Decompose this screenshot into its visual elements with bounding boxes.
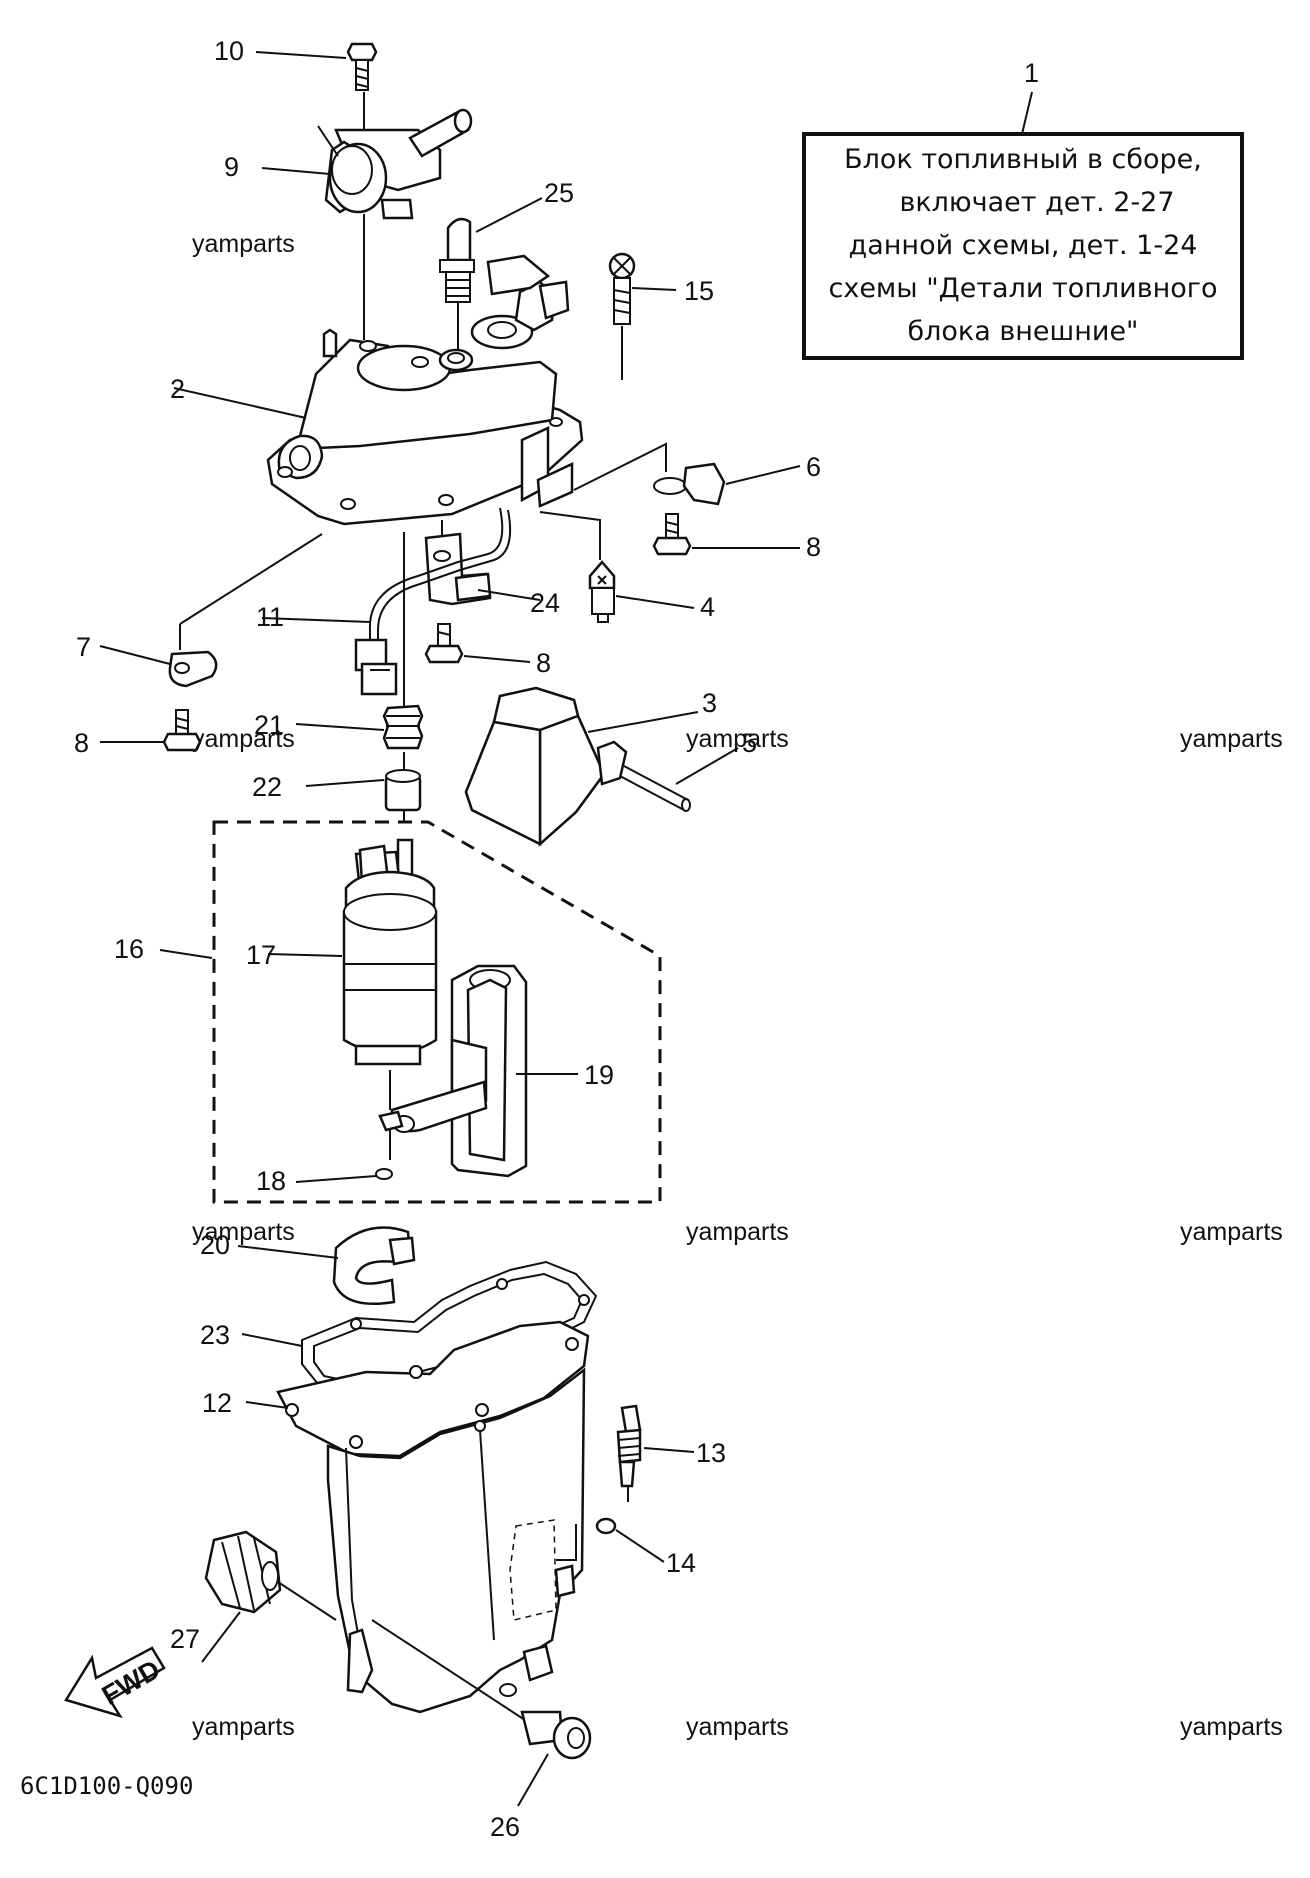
part-20-bracket: 20: [200, 1226, 416, 1306]
label-20: 20: [200, 1230, 230, 1260]
label-8-mid: 8: [536, 648, 551, 678]
part-14-washer: 14: [556, 1517, 696, 1578]
part-27-drain-plug: 27: [170, 1530, 337, 1663]
label-6: 6: [806, 452, 821, 482]
part-11-harness: 11: [256, 507, 512, 696]
part-18-clip: 18: [256, 1070, 404, 1196]
note-line-2: включает дет. 2-27: [899, 187, 1174, 218]
part-19-filter: 19: [390, 964, 614, 1178]
label-8-left: 8: [74, 728, 89, 758]
part-21-spring-seal: 21: [254, 704, 424, 750]
label-15: 15: [684, 276, 714, 306]
watermark: yamparts: [192, 725, 295, 753]
part-17-fuel-pump: 17: [246, 838, 438, 1066]
part-4-valve: 4: [588, 560, 715, 623]
note-box: [802, 132, 1244, 360]
part-15-screw: 15: [608, 252, 714, 380]
note-line-4: схемы "Детали топливного: [829, 273, 1218, 304]
label-3: 3: [702, 688, 717, 718]
label-11: 11: [256, 602, 284, 632]
watermark: yamparts: [192, 230, 295, 258]
label-25: 25: [544, 178, 574, 208]
part-12-float-tank: 12: [202, 1320, 590, 1714]
label-24: 24: [530, 588, 560, 618]
label-13: 13: [696, 1438, 726, 1468]
label-27: 27: [170, 1624, 200, 1654]
part-9-regulator: 9: [224, 92, 473, 220]
part-8-screw-left: 8: [74, 709, 202, 758]
label-2: 2: [170, 374, 185, 404]
part-13-needle: 13: [616, 1404, 726, 1502]
note-line-5: блока внешние": [908, 316, 1139, 347]
watermark: yamparts: [1180, 725, 1283, 753]
assembly-note: 1 Блок топливный в сборе, включает дет. …: [802, 58, 1244, 360]
watermark: yamparts: [686, 1218, 789, 1246]
watermark: yamparts: [1180, 1713, 1283, 1741]
part-7-plate: 7: [76, 632, 218, 688]
part-3-float-chamber: 3: [464, 686, 717, 847]
label-8-right: 8: [806, 532, 821, 562]
part-24-clamp: 24: [424, 532, 560, 618]
label-21: 21: [254, 710, 284, 740]
note-line-1: Блок топливный в сборе,: [844, 144, 1202, 175]
part-10-bolt: 10: [214, 36, 378, 91]
diagram-code: 6C1D100-Q090: [20, 1772, 193, 1800]
part-25-fitting: 25: [439, 178, 574, 350]
label-14: 14: [666, 1548, 696, 1578]
part-2-cover: 2: [170, 254, 584, 526]
part-8-screw-right: 8: [652, 513, 821, 562]
label-17: 17: [246, 940, 276, 970]
label-26: 26: [490, 1812, 520, 1842]
label-1: 1: [1024, 58, 1039, 88]
part-5-pin: 5: [619, 728, 757, 812]
part-16-pump-assembly-group: 16: [114, 820, 662, 1204]
label-12: 12: [202, 1388, 232, 1418]
watermark: yamparts: [192, 1713, 295, 1741]
watermark: yamparts: [686, 1713, 789, 1741]
label-10: 10: [214, 36, 244, 66]
watermark: yamparts: [1180, 1218, 1283, 1246]
part-8-screw-mid: 8: [424, 623, 551, 678]
watermarks: yamparts yamparts yamparts yamparts yamp…: [192, 230, 1283, 1741]
label-19: 19: [584, 1060, 614, 1090]
label-22: 22: [252, 772, 282, 802]
part-6-bracket: 6: [653, 452, 821, 506]
part-22-collar: 22: [252, 769, 422, 812]
watermark: yamparts: [192, 1218, 295, 1246]
label-23: 23: [200, 1320, 230, 1350]
part-26-pin: 26: [371, 1619, 592, 1842]
label-5: 5: [742, 728, 757, 758]
label-7: 7: [76, 632, 91, 662]
label-16: 16: [114, 934, 144, 964]
label-9: 9: [224, 152, 239, 182]
label-18: 18: [256, 1166, 286, 1196]
fwd-arrow-icon: FWD: [64, 1646, 166, 1719]
label-4: 4: [700, 592, 715, 622]
note-line-3: данной схемы, дет. 1-24: [849, 230, 1198, 261]
